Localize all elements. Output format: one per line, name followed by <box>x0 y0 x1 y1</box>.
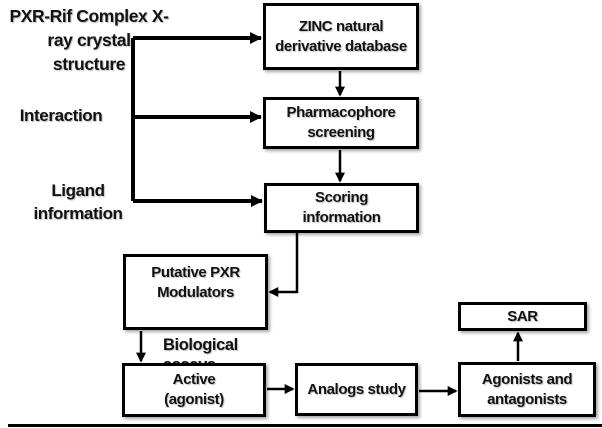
node-scoring-information: Scoring information <box>264 183 419 233</box>
node-analogs-study: Analogs study <box>295 363 418 416</box>
node-sar: SAR <box>458 302 587 331</box>
arrow-scoring-to-putative <box>268 233 299 297</box>
label-interaction: Interaction <box>19 106 103 125</box>
node-putative-pxr-modulators: Putative PXR Modulators <box>123 254 268 330</box>
node-agonists-antagonists: Agonists and antagonists <box>458 362 596 417</box>
figure-bottom-border <box>8 424 602 427</box>
node-active-agonist: Active (agonist) <box>122 363 266 417</box>
node-pharmacophore-screening: Pharmacophore screening <box>263 97 419 149</box>
node-zinc-database: ZINC natural derivative database <box>263 3 419 70</box>
label-crystal-structure: PXR-Rif Complex X- ray crystal structure <box>9 6 169 74</box>
label-ligand-information: Ligand information <box>33 181 123 223</box>
